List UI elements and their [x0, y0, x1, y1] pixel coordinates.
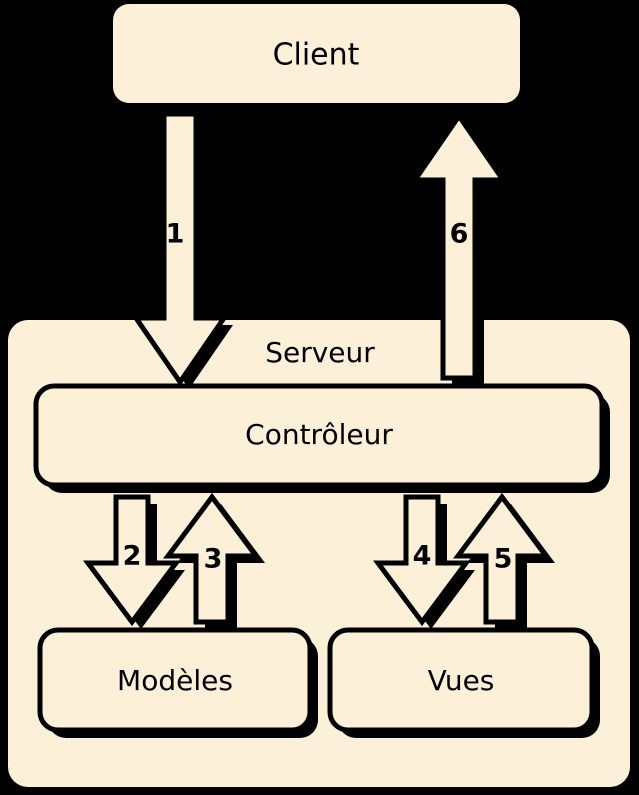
arrow-3[interactable]: 3	[163, 492, 265, 629]
vues-box-group[interactable]: Vues	[327, 627, 600, 738]
client-box	[113, 4, 520, 103]
controleur-box	[33, 383, 605, 488]
arrow-2-number: 2	[123, 541, 142, 572]
arrow-2[interactable]: 2	[83, 494, 185, 629]
arrow-5-body	[453, 492, 551, 625]
arrow-5-number: 5	[494, 544, 513, 575]
arrow-6[interactable]: 6	[410, 111, 512, 385]
arrow-3-number: 3	[204, 544, 223, 575]
vues-label: Vues	[428, 664, 495, 697]
client-box-group[interactable]: Client	[113, 4, 528, 111]
arrow-6-body	[410, 111, 508, 381]
arrow-2-body	[83, 494, 181, 627]
arrow-3-body	[163, 492, 261, 625]
controleur-box-group[interactable]: Contrôleur	[33, 383, 610, 493]
serveur-label: Serveur	[265, 336, 375, 369]
arrow-4-body	[373, 494, 471, 627]
arrow-5[interactable]: 5	[453, 492, 555, 629]
client-label: Client	[273, 38, 360, 73]
arrow-6-number: 6	[450, 219, 469, 250]
arrow-4[interactable]: 4	[373, 494, 475, 629]
arrow-4-number: 4	[413, 541, 432, 572]
modeles-box	[37, 627, 313, 733]
arrow-1-body	[131, 111, 229, 387]
modeles-box-group[interactable]: Modèles	[37, 627, 318, 738]
controleur-label: Contrôleur	[245, 418, 393, 451]
arrow-1[interactable]: 1	[131, 111, 233, 389]
vues-box	[327, 627, 595, 733]
arrow-1-number: 1	[166, 219, 185, 250]
modeles-label: Modèles	[117, 664, 233, 697]
